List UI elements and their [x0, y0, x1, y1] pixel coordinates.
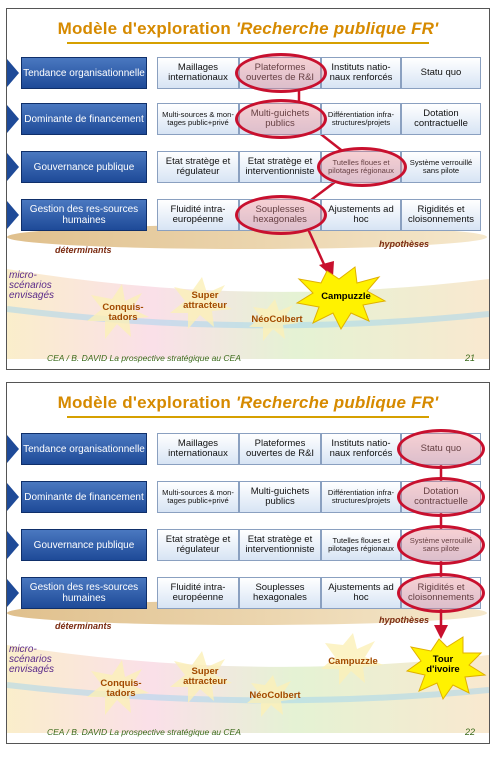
hypotheses-label: hypothèses [379, 239, 430, 249]
star-label-campuzzle: Campuzzle [321, 291, 371, 302]
determinants-label: déterminants [55, 245, 112, 255]
slide-title: Modèle d'exploration 'Recherche publique… [57, 19, 439, 38]
row-arrow-icon [7, 105, 19, 133]
cell-multi-guichets: Multi-guichets publics [239, 481, 321, 513]
scenario-conquistadors: Conquis-tadors [100, 678, 142, 700]
title-underline [67, 416, 429, 418]
highlight-ellipse [317, 147, 407, 187]
cell-statu-quo: Statu quo [401, 57, 481, 89]
scenario-conquistadors: Conquis-tadors [102, 302, 144, 324]
row-label-gouvernance: Gouvernance publique [21, 151, 147, 183]
determinants-label: déterminants [55, 621, 112, 631]
row-label-financement: Dominante de financement [21, 103, 147, 135]
cell-differentiation: Différentiation infra-structures/projets [321, 103, 401, 135]
row-arrow-icon [7, 59, 19, 87]
scenario-neocolbert: NéoColbert [249, 690, 301, 701]
cell-plateformes: Plateformes ouvertes de R&I [239, 433, 321, 465]
cell-rigidites: Rigidités et cloisonnements [401, 199, 481, 231]
footer-text: CEA / B. DAVID La prospective stratégiqu… [47, 727, 241, 737]
highlight-ellipse [235, 195, 327, 235]
cell-tutelles: Tutelles floues et pilotages régionaux [321, 529, 401, 561]
row-label-gouvernance: Gouvernance publique [21, 529, 147, 561]
highlight-ellipse [397, 429, 485, 469]
cell-etat-regulateur: Etat stratège et régulateur [157, 529, 239, 561]
row-arrow-icon [7, 579, 19, 607]
row-label-tendance: Tendance organisationnelle [21, 433, 147, 465]
scenario-campuzzle: Campuzzle [328, 656, 378, 667]
star-label-tour-ivoire: Tour d'ivoire [426, 654, 460, 676]
cell-instituts: Instituts natio-naux renforcés [321, 433, 401, 465]
cell-systeme-verrouille: Système verrouillé sans pilote [401, 151, 481, 183]
row-label-rh: Gestion des res-sources humaines [21, 577, 147, 609]
footer-text: CEA / B. DAVID La prospective stratégiqu… [47, 353, 241, 363]
hypotheses-label: hypothèses [379, 615, 430, 625]
scenario-super-attracteur: Super attracteur [183, 290, 227, 312]
row-arrow-icon [7, 531, 19, 559]
highlight-ellipse [397, 477, 485, 517]
row-label-tendance: Tendance organisationnelle [21, 57, 147, 89]
page-number: 22 [464, 727, 475, 737]
row-label-financement: Dominante de financement [21, 481, 147, 513]
row-arrow-icon [7, 153, 19, 181]
micro-scenarios-label: micro-scénarios envisagés [9, 270, 55, 301]
highlight-ellipse [397, 525, 485, 565]
highlight-ellipse [235, 99, 327, 139]
slide-22: Modèle d'exploration 'Recherche publique… [6, 382, 490, 744]
cell-etat-interventionniste: Etat stratège et interventionniste [239, 151, 321, 183]
slide-21: Modèle d'exploration 'Recherche publique… [6, 8, 490, 370]
row-arrow-icon [7, 483, 19, 511]
cell-ajustements: Ajustements ad hoc [321, 199, 401, 231]
scenario-neocolbert: NéoColbert [251, 314, 303, 325]
cell-instituts: Instituts natio-naux renforcés [321, 57, 401, 89]
cell-fluidite: Fluidité intra-européenne [157, 577, 239, 609]
cell-fluidite: Fluidité intra-européenne [157, 199, 239, 231]
title-underline [67, 42, 429, 44]
page-number: 21 [464, 353, 475, 363]
cell-ajustements: Ajustements ad hoc [321, 577, 401, 609]
cell-multi-sources: Multi-sources & mon-tages public+privé [157, 481, 239, 513]
micro-scenarios-label: micro-scénarios envisagés [9, 644, 55, 675]
scenario-super-attracteur: Super attracteur [183, 666, 227, 688]
slide-title: Modèle d'exploration 'Recherche publique… [57, 393, 439, 412]
cell-multi-sources: Multi-sources & mon-tages public+privé [157, 103, 239, 135]
highlight-ellipse [397, 573, 485, 613]
cell-etat-regulateur: Etat stratège et régulateur [157, 151, 239, 183]
cell-maillages: Maillages internationaux [157, 57, 239, 89]
row-label-rh: Gestion des res-sources humaines [21, 199, 147, 231]
row-arrow-icon [7, 435, 19, 463]
row-arrow-icon [7, 201, 19, 229]
highlight-ellipse [235, 53, 327, 93]
cell-dotation: Dotation contractuelle [401, 103, 481, 135]
cell-etat-interventionniste: Etat stratège et interventionniste [239, 529, 321, 561]
cell-differentiation: Différentiation infra-structures/projets [321, 481, 401, 513]
cell-souplesses: Souplesses hexagonales [239, 577, 321, 609]
cell-maillages: Maillages internationaux [157, 433, 239, 465]
